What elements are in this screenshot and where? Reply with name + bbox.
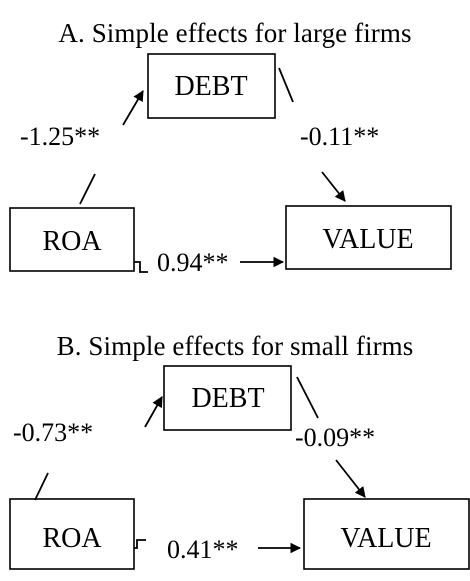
panel-b-debt-value-upper-line [296,376,319,419]
panel-a-roa-node: ROA [9,207,135,272]
panel-b-value-box [303,498,470,570]
panel-b-roa-label: ROA [42,523,102,554]
panel-b-roa-box [9,498,135,570]
panel-a-debt-to-value-arrow [321,171,346,202]
panel-a-roa-to-value-stub [134,261,148,273]
panel-a-debt-box [147,53,276,119]
panel-a-debt-value-upper-line [278,67,294,103]
panel-a-debt-label: DEBT [174,71,247,102]
panel-a: A. Simple effects for large firms DEBT R… [9,18,452,277]
panel-b: B. Simple effects for small firms DEBT R… [9,331,470,570]
panel-b-debt-node: DEBT [163,365,292,431]
panel-a-debt-node: DEBT [147,53,276,119]
panel-b-roa-node: ROA [9,498,135,570]
panel-a-value-node: VALUE [285,205,452,270]
panel-a-roa-to-value-coefficient: 0.94** [157,248,229,277]
panel-a-roa-debt-lower-line [79,173,96,205]
panel-b-value-label: VALUE [340,523,431,554]
panel-b-roa-to-debt-coefficient: -0.73** [13,418,93,447]
panel-b-roa-to-value-coefficient: 0.41** [167,535,239,564]
panel-b-title: B. Simple effects for small firms [57,331,414,361]
panel-b-debt-to-value-arrow [335,459,366,498]
panel-a-debt-to-value-coefficient: -0.11** [300,122,379,151]
panel-b-debt-to-value-coefficient: -0.09** [295,423,375,452]
panel-a-roa-label: ROA [42,226,102,257]
panel-a-value-box [285,205,452,270]
panel-b-roa-to-debt-arrow [144,396,163,428]
panel-a-roa-box [9,207,135,272]
panel-b-debt-box [163,365,292,431]
panel-b-roa-to-value-stub [134,539,146,549]
panel-a-value-label: VALUE [322,224,413,255]
panel-a-title: A. Simple effects for large firms [58,18,411,48]
panel-a-roa-to-debt-arrow [122,90,144,126]
panel-a-roa-to-debt-coefficient: -1.25** [20,122,100,151]
panel-b-value-node: VALUE [303,498,470,570]
panel-b-debt-label: DEBT [191,383,264,414]
panel-b-roa-debt-lower-line [34,472,49,501]
